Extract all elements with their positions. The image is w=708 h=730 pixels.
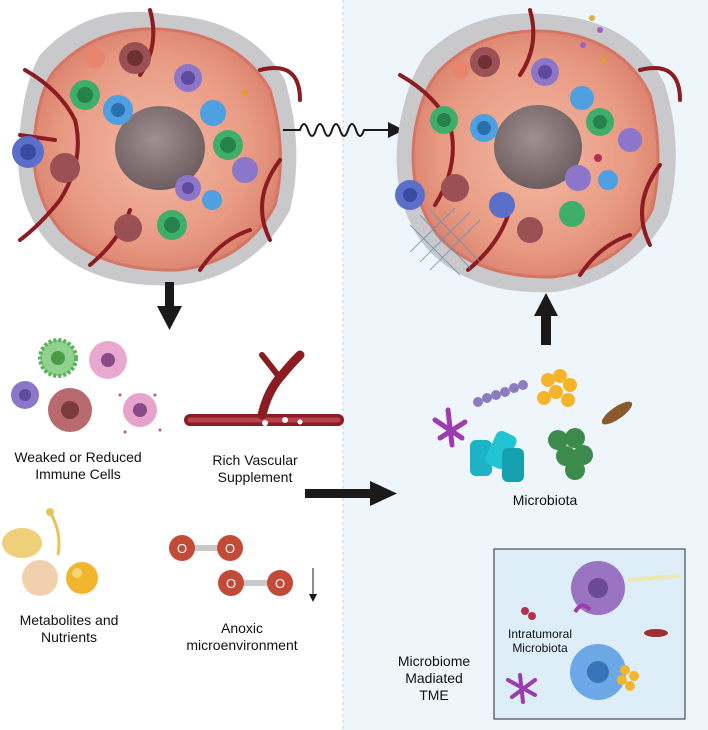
immune-cells-label-line2: Immune Cells xyxy=(35,466,121,482)
tme-label-line2: Madiated xyxy=(405,670,463,686)
metabolites-illustration xyxy=(2,508,98,596)
immune-cells-label-line1: Weaked or Reduced xyxy=(14,449,142,465)
metabolites-label-line1: Metabolites and xyxy=(19,612,119,628)
tme-label-line3: TME xyxy=(419,687,449,703)
oxygen-atom-label: O xyxy=(177,541,187,556)
intratumoral-label-line1: Intratumoral xyxy=(507,627,573,641)
oxygen-atom-label: O xyxy=(275,576,285,591)
metabolites-label-line2: Nutrients xyxy=(40,629,98,645)
oxygen-illustration xyxy=(169,535,317,602)
microbiota-label: Microbiota xyxy=(512,492,578,508)
up-arrow xyxy=(534,293,558,345)
immune-cells-label: Weaked or Reduced Immune Cells xyxy=(4,449,152,483)
intratumoral-label: Intratumoral Microbiota xyxy=(497,627,583,655)
vessel-illustration xyxy=(184,350,344,426)
oxygen-atom-label: O xyxy=(226,576,236,591)
anoxic-label: Anoxic microenvironment xyxy=(172,620,312,654)
tumor-right xyxy=(395,8,682,293)
vascular-label: Rich Vascular Supplement xyxy=(200,452,310,486)
tme-label-line1: Microbiome xyxy=(397,653,471,669)
vascular-label-line2: Supplement xyxy=(217,469,293,485)
microbiota-illustration xyxy=(432,369,633,482)
down-arrow xyxy=(157,282,182,330)
vascular-label-line1: Rich Vascular xyxy=(212,452,298,468)
tme-label: Microbiome Madiated TME xyxy=(384,653,484,704)
right-arrow xyxy=(305,481,397,506)
metabolites-label: Metabolites and Nutrients xyxy=(4,612,134,646)
immune-cells-illustration xyxy=(11,338,162,434)
oxygen-atom-label: O xyxy=(225,541,235,556)
anoxic-label-line1: Anoxic xyxy=(220,620,264,636)
inset-box xyxy=(493,548,686,720)
squiggle-arrow xyxy=(283,122,404,138)
intratumoral-label-line2: Microbiota xyxy=(512,641,568,655)
anoxic-label-line2: microenvironment xyxy=(186,637,298,653)
tumor-left xyxy=(12,8,302,286)
